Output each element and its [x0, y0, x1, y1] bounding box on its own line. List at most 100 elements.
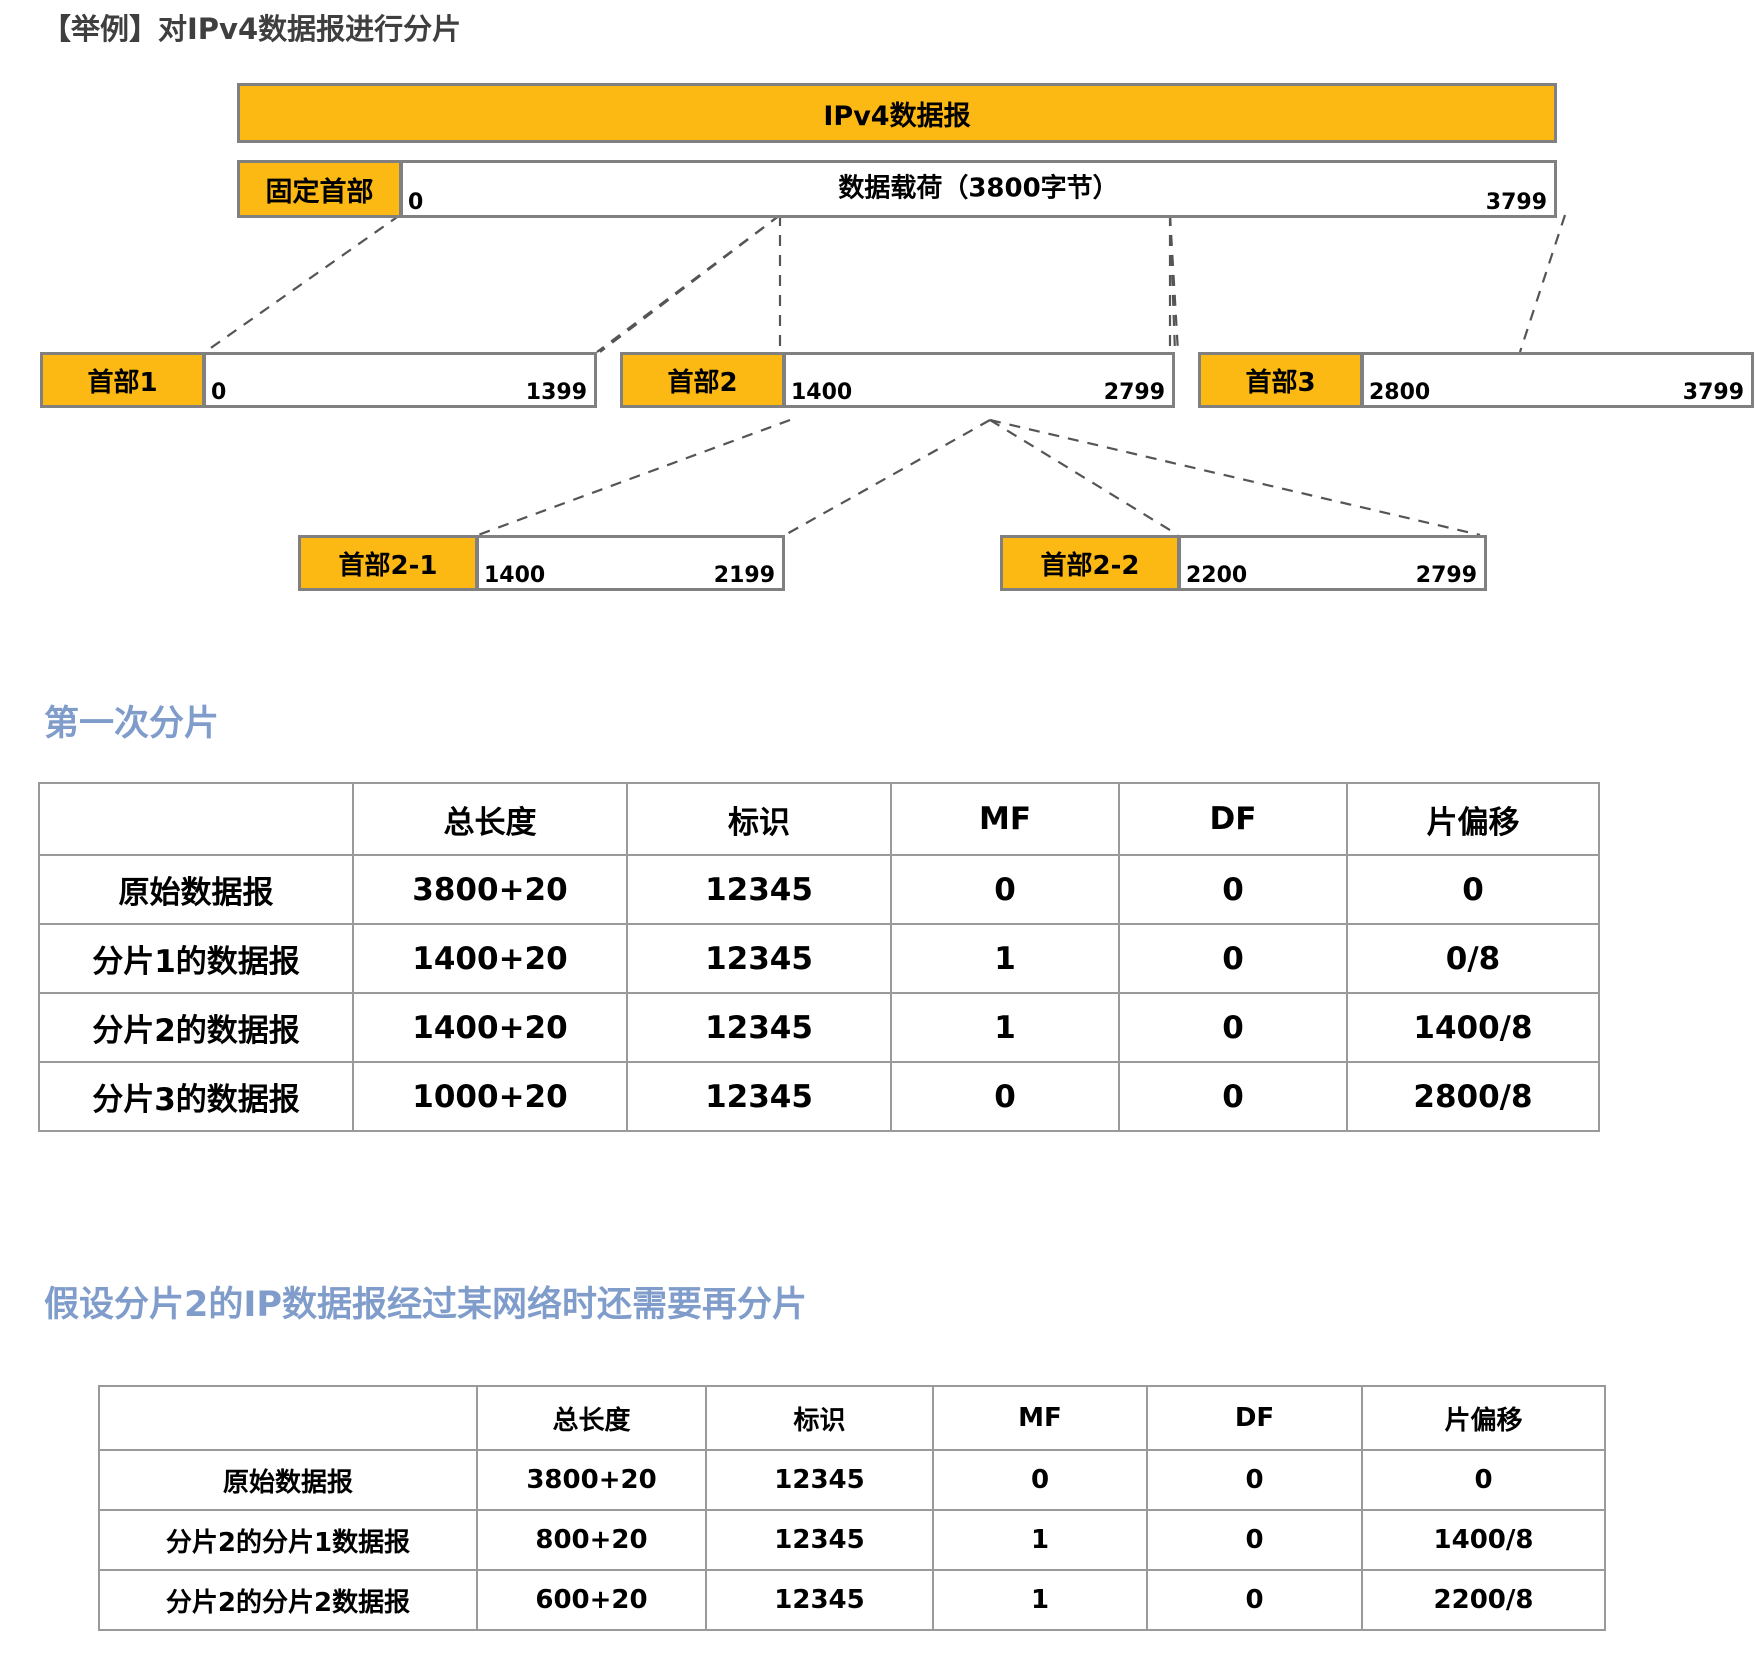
- fragment2-start-offset: 1400: [791, 380, 853, 405]
- payload-label: 数据载荷（3800字节）: [838, 173, 1119, 204]
- first-fragmentation-table: 总长度 标识 MF DF 片偏移 原始数据报 3800+20 12345 0 0…: [38, 782, 1600, 1132]
- cell-total-length: 3800+20: [352, 854, 628, 925]
- fragment1-header-box: 首部1: [40, 352, 205, 408]
- fragment1-end-offset: 1399: [525, 380, 587, 405]
- fragment2-end-offset: 2799: [1103, 380, 1165, 405]
- cell-total-length: 1400+20: [352, 992, 628, 1063]
- fragment2-header-label: 首部2: [667, 367, 738, 398]
- fragmentation-diagram: IPv4数据报 固定首部 数据载荷（3800字节） 0 3799 首部1 0 1…: [0, 0, 1758, 620]
- fixed-header-label: 固定首部: [265, 176, 374, 208]
- col-header-identification: 标识: [705, 1385, 934, 1451]
- fragment3-header-box: 首部3: [1198, 352, 1363, 408]
- cell-name: 原始数据报: [98, 1449, 478, 1511]
- fragment2-2-payload-box: 2200 2799: [1178, 535, 1487, 591]
- cell-fragment-offset: 1400/8: [1346, 992, 1600, 1063]
- cell-fragment-offset: 1400/8: [1361, 1509, 1606, 1571]
- page-title: 【举例】对IPv4数据报进行分片: [42, 12, 462, 46]
- cell-fragment-offset: 0: [1361, 1449, 1606, 1511]
- cell-name: 分片3的数据报: [38, 1061, 354, 1132]
- col-header-df: DF: [1118, 782, 1348, 856]
- fragment1-payload-box: 0 1399: [203, 352, 597, 408]
- cell-df: 0: [1118, 992, 1348, 1063]
- cell-mf: 0: [932, 1449, 1148, 1511]
- cell-fragment-offset: 2200/8: [1361, 1569, 1606, 1631]
- cell-df: 0: [1146, 1509, 1363, 1571]
- payload-end-offset: 3799: [1485, 190, 1547, 215]
- cell-mf: 0: [890, 1061, 1120, 1132]
- table-row: 分片2的分片1数据报 800+20 12345 1 0 1400/8: [98, 1509, 1606, 1571]
- cell-mf: 0: [890, 854, 1120, 925]
- fragment2-payload-box: 1400 2799: [783, 352, 1175, 408]
- fragment2-2-end-offset: 2799: [1415, 563, 1477, 588]
- cell-identification: 12345: [626, 992, 892, 1063]
- table-row: 分片2的数据报 1400+20 12345 1 0 1400/8: [38, 992, 1600, 1063]
- cell-identification: 12345: [705, 1509, 934, 1571]
- fragment2-2-header-label: 首部2-2: [1040, 550, 1140, 581]
- second-fragmentation-table: 总长度 标识 MF DF 片偏移 原始数据报 3800+20 12345 0 0…: [98, 1385, 1606, 1631]
- cell-df: 0: [1146, 1569, 1363, 1631]
- cell-df: 0: [1118, 923, 1348, 994]
- col-header-total-length: 总长度: [352, 782, 628, 856]
- cell-mf: 1: [932, 1569, 1148, 1631]
- cell-mf: 1: [890, 923, 1120, 994]
- col-header-fragment-offset: 片偏移: [1361, 1385, 1606, 1451]
- fragment2-1-start-offset: 1400: [484, 563, 546, 588]
- table-row: 原始数据报 3800+20 12345 0 0 0: [38, 854, 1600, 925]
- cell-name: 分片2的数据报: [38, 992, 354, 1063]
- fragment2-1-header-box: 首部2-1: [298, 535, 478, 591]
- fragment2-1-end-offset: 2199: [713, 563, 775, 588]
- col-header-name: [98, 1385, 478, 1451]
- section-second-heading: 假设分片2的IP数据报经过某网络时还需要再分片: [44, 1285, 808, 1325]
- table-header-row: 总长度 标识 MF DF 片偏移: [38, 782, 1600, 856]
- cell-fragment-offset: 0: [1346, 854, 1600, 925]
- cell-name: 分片1的数据报: [38, 923, 354, 994]
- cell-identification: 12345: [705, 1569, 934, 1631]
- fragment2-1-payload-box: 1400 2199: [476, 535, 785, 591]
- table-header-row: 总长度 标识 MF DF 片偏移: [98, 1385, 1606, 1451]
- table-row: 分片2的分片2数据报 600+20 12345 1 0 2200/8: [98, 1569, 1606, 1631]
- cell-name: 原始数据报: [38, 854, 354, 925]
- cell-mf: 1: [932, 1509, 1148, 1571]
- cell-total-length: 800+20: [476, 1509, 707, 1571]
- cell-df: 0: [1146, 1449, 1363, 1511]
- fragment2-2-header-box: 首部2-2: [1000, 535, 1180, 591]
- table-row: 分片3的数据报 1000+20 12345 0 0 2800/8: [38, 1061, 1600, 1132]
- col-header-fragment-offset: 片偏移: [1346, 782, 1600, 856]
- table-row: 原始数据报 3800+20 12345 0 0 0: [98, 1449, 1606, 1511]
- payload-start-offset: 0: [408, 190, 424, 215]
- cell-identification: 12345: [626, 1061, 892, 1132]
- cell-total-length: 1000+20: [352, 1061, 628, 1132]
- fragment2-header-box: 首部2: [620, 352, 785, 408]
- cell-total-length: 600+20: [476, 1569, 707, 1631]
- col-header-name: [38, 782, 354, 856]
- fragment3-payload-box: 2800 3799: [1361, 352, 1754, 408]
- cell-df: 0: [1118, 854, 1348, 925]
- cell-fragment-offset: 2800/8: [1346, 1061, 1600, 1132]
- payload-box: 数据载荷（3800字节） 0 3799: [400, 160, 1557, 218]
- col-header-mf: MF: [890, 782, 1120, 856]
- ipv4-datagram-bar-label: IPv4数据报: [823, 100, 971, 132]
- cell-identification: 12345: [705, 1449, 934, 1511]
- col-header-df: DF: [1146, 1385, 1363, 1451]
- table-row: 分片1的数据报 1400+20 12345 1 0 0/8: [38, 923, 1600, 994]
- fragment3-start-offset: 2800: [1369, 380, 1431, 405]
- section-first-heading: 第一次分片: [44, 704, 220, 744]
- col-header-total-length: 总长度: [476, 1385, 707, 1451]
- col-header-mf: MF: [932, 1385, 1148, 1451]
- fragment2-2-start-offset: 2200: [1186, 563, 1248, 588]
- cell-name: 分片2的分片1数据报: [98, 1509, 478, 1571]
- cell-df: 0: [1118, 1061, 1348, 1132]
- fragment1-start-offset: 0: [211, 380, 227, 405]
- cell-fragment-offset: 0/8: [1346, 923, 1600, 994]
- cell-mf: 1: [890, 992, 1120, 1063]
- cell-total-length: 3800+20: [476, 1449, 707, 1511]
- cell-identification: 12345: [626, 923, 892, 994]
- ipv4-datagram-bar: IPv4数据报: [237, 83, 1557, 143]
- fragment2-1-header-label: 首部2-1: [338, 550, 438, 581]
- cell-name: 分片2的分片2数据报: [98, 1569, 478, 1631]
- fixed-header-box: 固定首部: [237, 160, 402, 218]
- col-header-identification: 标识: [626, 782, 892, 856]
- fragment3-header-label: 首部3: [1245, 367, 1316, 398]
- fragment3-end-offset: 3799: [1682, 380, 1744, 405]
- fragment1-header-label: 首部1: [87, 367, 158, 398]
